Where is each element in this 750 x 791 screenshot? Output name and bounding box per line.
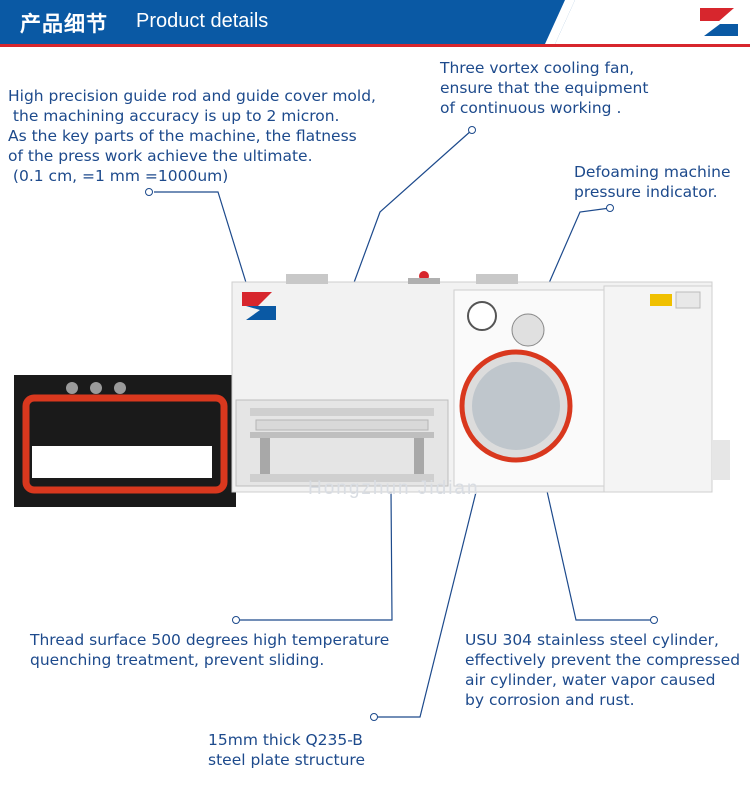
note-cooling-fan: Three vortex cooling fan, ensure that th…: [440, 59, 649, 117]
machine-body: [231, 271, 730, 493]
brand-logo: [696, 8, 740, 36]
leader-dot: [145, 188, 153, 196]
leader-dot: [606, 204, 614, 212]
watermark-text: Hongzhun Jidian: [308, 478, 480, 499]
note-steel-cylinder: USU 304 stainless steel cylinder, effect…: [465, 631, 741, 709]
leader-dot: [650, 616, 658, 624]
front-door: [14, 375, 236, 507]
leader-dot: [232, 616, 240, 624]
leader-dot: [370, 713, 378, 721]
note-guide-rod: High precision guide rod and guide cover…: [8, 87, 376, 185]
header-title-en: Product details: [136, 10, 269, 32]
header-stripe: [0, 44, 750, 47]
laminating-machine-illustration: [14, 271, 730, 507]
header-bar: 产品细节 Product details: [0, 0, 750, 47]
leader-dot: [468, 126, 476, 134]
note-thread-surface: Thread surface 500 degrees high temperat…: [30, 631, 390, 669]
header-title-cn: 产品细节: [20, 12, 108, 36]
note-pressure-indicator: Defoaming machine pressure indicator.: [574, 163, 731, 201]
note-steel-plate: 15mm thick Q235-B steel plate structure: [208, 731, 365, 769]
